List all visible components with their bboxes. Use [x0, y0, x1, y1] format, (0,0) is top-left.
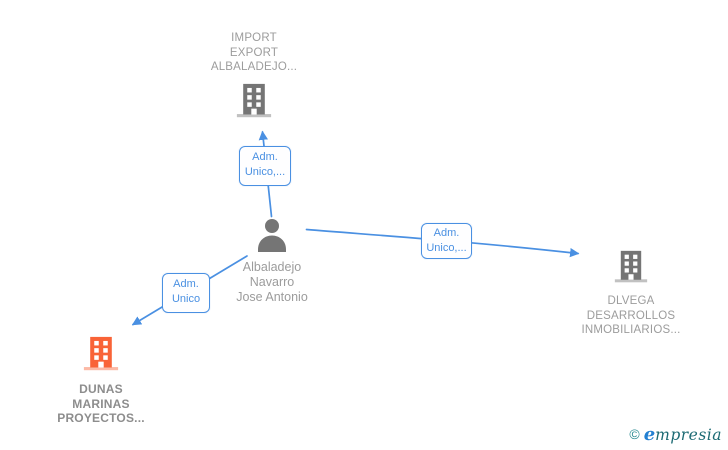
node-import-export-albaladejo[interactable]: IMPORT EXPORT ALBALADEJO... — [174, 31, 334, 125]
edge-label-adm-unico-dlvega[interactable]: Adm. Unico,... — [421, 223, 472, 259]
brand-name: mpresia — [655, 426, 722, 444]
node-dlvega-desarrollos[interactable]: DLVEGA DESARROLLOS INMOBILIARIOS... — [551, 249, 711, 338]
copyright-icon: © — [629, 426, 640, 442]
person-name: Albaladejo Navarro Jose Antonio — [236, 260, 308, 304]
node-person-albaladejo-navarro[interactable]: Albaladejo Navarro Jose Antonio — [192, 218, 352, 305]
company-name: IMPORT EXPORT ALBALADEJO... — [210, 32, 298, 73]
empresia-logo[interactable]: ©empresia — [629, 424, 722, 445]
company-name: DUNAS MARINAS PROYECTOS... — [57, 382, 145, 425]
company-name: DLVEGA DESARROLLOS INMOBILIARIOS... — [581, 295, 681, 336]
brand-initial: e — [643, 424, 656, 445]
building-icon — [614, 249, 648, 285]
edge-label-adm-unico-import[interactable]: Adm. Unico,... — [239, 146, 291, 186]
edge-label-adm-unico-dunas[interactable]: Adm. Unico — [162, 273, 210, 313]
building-icon — [83, 335, 119, 373]
node-dunas-marinas[interactable]: DUNAS MARINAS PROYECTOS... — [21, 335, 181, 426]
building-icon — [236, 82, 272, 120]
person-icon — [252, 218, 292, 252]
